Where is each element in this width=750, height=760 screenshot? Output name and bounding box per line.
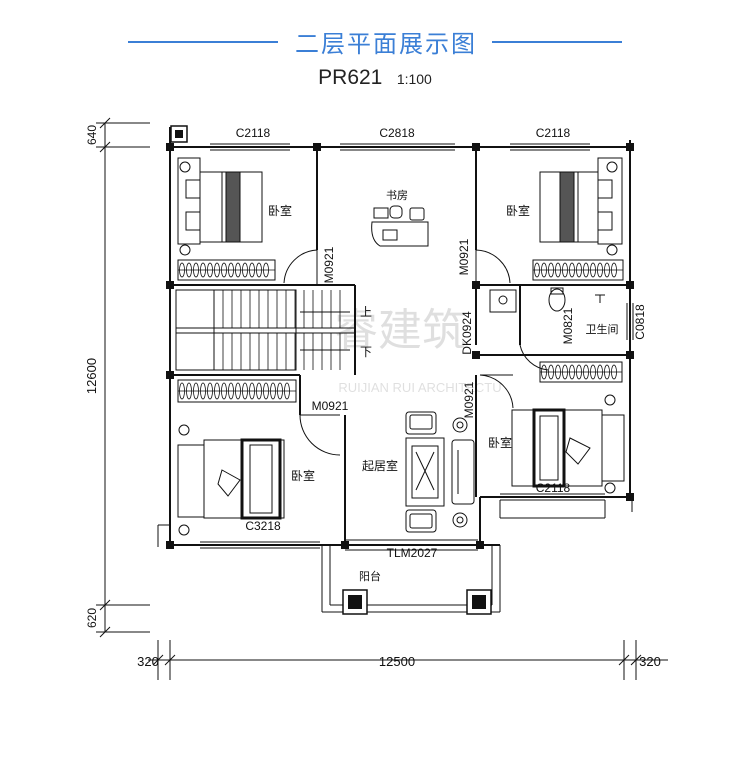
- dim-width-right: 320: [639, 654, 661, 669]
- stair-down-label: 下: [360, 345, 372, 359]
- room-label-study: 书房: [386, 189, 408, 202]
- title-bar: 二层平面展示图: [0, 22, 750, 62]
- door-label-bath: M0821: [561, 307, 575, 344]
- window-label-top-right: C2118: [536, 126, 571, 140]
- stair-up-label: 上: [360, 305, 372, 319]
- dimension-lines: [96, 117, 668, 680]
- dim-bottom-offset: 620: [85, 608, 99, 628]
- title-rule-left: [128, 41, 278, 43]
- title-rule-right: [492, 41, 622, 43]
- door-label-dk: DK0924: [460, 311, 474, 355]
- walls: [169, 127, 631, 546]
- plan-scale: 1:100: [396, 71, 432, 87]
- door-swings: [283, 249, 549, 456]
- bed-top-left: [177, 157, 263, 256]
- bed-top-right: [539, 157, 623, 256]
- door-label-bedroom-bl: M0921: [312, 399, 349, 413]
- stair-treads: [213, 290, 341, 370]
- plan-subtitle: PR621 1:100: [0, 66, 750, 90]
- window-label-top-left: C2118: [236, 126, 271, 140]
- staircase: [175, 289, 356, 371]
- plan-code: PR621: [318, 66, 383, 89]
- dim-height-total: 12600: [84, 358, 99, 394]
- bed-bottom-left: [177, 424, 285, 536]
- room-label-balcony: 阳台: [359, 569, 381, 583]
- door-label-balcony: TLM2027: [387, 546, 438, 560]
- window-label-bath: C0818: [633, 304, 647, 340]
- flue-marker: [170, 125, 188, 143]
- balcony-columns: [342, 589, 492, 615]
- stair-arrows: [300, 311, 350, 351]
- room-label-bedroom-bottom-left: 卧室: [291, 468, 315, 483]
- page-title: 二层平面展示图: [295, 30, 477, 58]
- wardrobe-hangers-top-left: [178, 262, 275, 278]
- door-label-study-right: M0921: [457, 238, 471, 275]
- dim-width-total: 12500: [379, 654, 415, 669]
- room-label-living: 起居室: [362, 458, 398, 473]
- dim-top-offset: 640: [85, 125, 99, 145]
- bed-bottom-right: [511, 394, 625, 494]
- room-label-bedroom-top-left: 卧室: [268, 203, 292, 218]
- room-label-bedroom-bottom-right: 卧室: [488, 435, 512, 450]
- dim-width-left: 320: [137, 654, 159, 669]
- window-label-bottom-left: C3218: [245, 519, 281, 533]
- bathroom-fixtures: [489, 287, 605, 313]
- wardrobe-hangers-bottom-right: [540, 364, 622, 380]
- room-label-bedroom-top-right: 卧室: [506, 203, 530, 218]
- door-label-bedroom-br: M0921: [462, 381, 476, 418]
- wardrobe-hangers-top-right: [533, 262, 623, 278]
- study-desk: [371, 205, 429, 247]
- wardrobe-hangers-bottom-left: [178, 382, 296, 400]
- window-label-top-center: C2818: [379, 126, 415, 140]
- room-label-bathroom: 卫生间: [586, 322, 619, 336]
- flue-marker-core: [175, 130, 183, 138]
- living-furniture: [405, 411, 475, 533]
- watermark-text: 睿建筑: [334, 305, 466, 356]
- watermark-subtext: RUIJIAN RUI ARCHITECTU: [338, 380, 501, 395]
- door-label-study-left: M0921: [322, 246, 336, 283]
- window-symbols: [157, 143, 634, 549]
